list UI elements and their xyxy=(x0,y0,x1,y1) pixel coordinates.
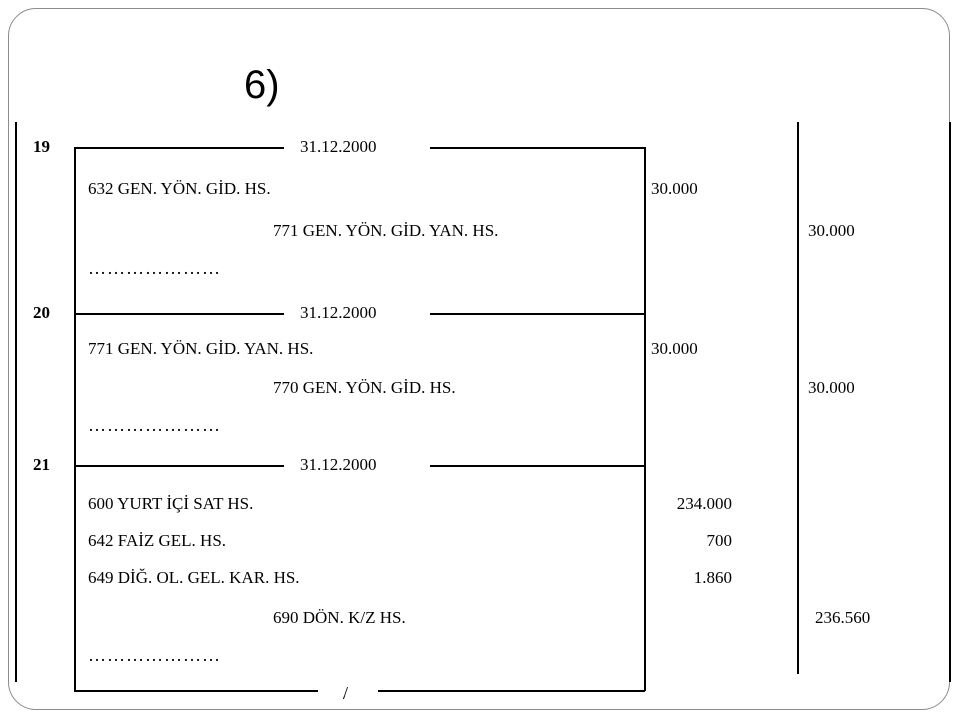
left-border-line xyxy=(15,122,17,682)
footer-mark-overlay: / xyxy=(343,683,349,703)
entry-dots: ………………… xyxy=(88,645,221,665)
date-rule-right xyxy=(430,313,645,315)
entry-number: 19 xyxy=(33,137,50,156)
slide-title: 6) xyxy=(244,63,280,107)
entry-number: 20 xyxy=(33,303,50,322)
journal-middle-rule xyxy=(644,147,646,691)
debit-amount: 700 xyxy=(706,531,733,550)
entry-number: 21 xyxy=(33,455,50,474)
date-rule-right xyxy=(430,147,645,149)
credit-amount: 30.000 xyxy=(808,378,855,397)
credit-account: 770 GEN. YÖN. GİD. HS. xyxy=(273,378,456,397)
credit-column-rule xyxy=(797,122,799,674)
debit-amount: 30.000 xyxy=(651,179,698,198)
debit-account: 649 DİĞ. OL. GEL. KAR. HS. xyxy=(88,568,300,587)
debit-amount: 1.860 xyxy=(693,568,732,587)
credit-account: 690 DÖN. K/Z HS. xyxy=(273,608,406,627)
debit-account: 600 YURT İÇİ SAT HS. xyxy=(88,494,254,513)
credit-amount: 30.000 xyxy=(808,221,855,240)
entry-dots: ………………… xyxy=(88,258,221,278)
entry-date: 31.12.2000 xyxy=(300,455,377,474)
debit-account: 642 FAİZ GEL. HS. xyxy=(88,531,227,550)
credit-amount: 236.560 xyxy=(815,608,871,627)
credit-account: 771 GEN. YÖN. GİD. YAN. HS. xyxy=(273,221,499,240)
journal-left-rule xyxy=(74,147,76,691)
date-rule-right xyxy=(430,465,645,467)
date-rule-left xyxy=(74,147,284,149)
right-border-line xyxy=(949,122,951,682)
debit-account: 771 GEN. YÖN. GİD. YAN. HS. xyxy=(88,339,314,358)
debit-account: 632 GEN. YÖN. GİD. HS. xyxy=(88,179,271,198)
date-rule-left xyxy=(74,465,284,467)
entry-dots: ………………… xyxy=(88,415,221,435)
entry-date: 31.12.2000 xyxy=(300,303,377,322)
footer-rule-right xyxy=(383,690,645,692)
entry-date: 31.12.2000 xyxy=(300,137,377,156)
debit-amount: 30.000 xyxy=(651,339,698,358)
date-rule-left xyxy=(74,313,284,315)
debit-amount: 234.000 xyxy=(676,494,732,513)
footer-gap xyxy=(318,686,378,696)
